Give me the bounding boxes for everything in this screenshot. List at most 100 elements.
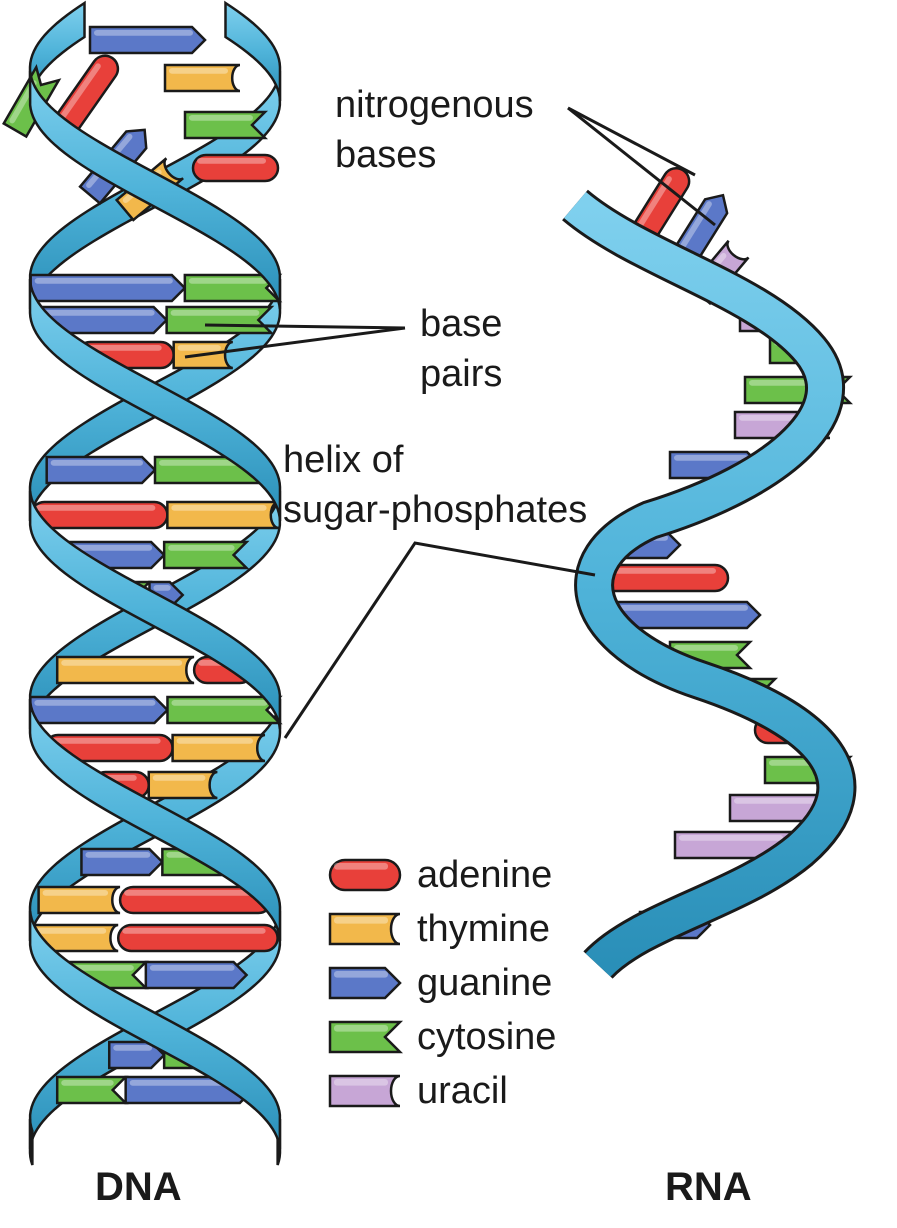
dna-base-pair-2-right-highlight	[177, 345, 221, 351]
dna-base-pair-0-left-highlight	[34, 278, 173, 284]
dna-base-pair-14-left-body	[31, 923, 119, 953]
leader-lines	[184, 106, 716, 739]
dna-base-pair-6-right-body	[162, 540, 250, 570]
dna-strand-a-front-segment-2	[28, 698, 282, 942]
dna-free-base-0-highlight	[94, 30, 193, 36]
dna-free-base-0-body	[88, 25, 207, 55]
dna-base-pair-8-left	[55, 655, 195, 685]
legend-swatch-guanine	[328, 966, 402, 1000]
dna-base-pair-0-left	[29, 273, 187, 303]
dna-base-pair-17-left-body	[55, 1075, 129, 1105]
rna-base-16-highlight	[679, 835, 783, 841]
dna-free-base-3-body	[191, 153, 280, 183]
rna-backbone	[562, 189, 857, 980]
dna-base-pair-15-left-highlight	[67, 965, 134, 971]
legend-swatch-cytosine-highlight	[334, 1025, 388, 1032]
dna-backbone-front	[28, 0, 282, 1166]
dna-base-pair-10-right-highlight	[176, 738, 254, 744]
dna-base-pair-12-left-highlight	[85, 852, 151, 858]
dna-base-pair-13-left	[37, 885, 121, 915]
dna-free-base-3-highlight	[197, 158, 266, 164]
dna-base-pair-14-left-highlight	[36, 928, 107, 934]
legend-swatch-adenine-highlight	[334, 863, 388, 870]
rna-base-10	[613, 600, 762, 630]
dna-base-pair-9-right-highlight	[171, 700, 268, 706]
dna-base-pair-5-right	[166, 500, 279, 530]
dna-base-pair-9-left-highlight	[34, 700, 156, 706]
dna-free-base-1-highlight	[169, 68, 228, 74]
dna-strand-b-front-segment-0	[28, 70, 282, 310]
dna-base-pair-11-right	[147, 770, 218, 800]
dna-free-base-1-body	[163, 63, 241, 93]
dna-base-pair-10-left-highlight	[48, 738, 161, 744]
dna-base-pair-6-left-highlight	[67, 545, 153, 551]
dna-base-pair-15-right-highlight	[149, 965, 235, 971]
dna-base-pair-2-left-highlight	[81, 345, 162, 351]
legend-swatch-guanine-highlight	[334, 971, 388, 978]
legend-label-thymine: thymine	[417, 908, 550, 950]
dna-base-pair-1-right-highlight	[170, 310, 260, 316]
dna-base-pair-17-left-highlight	[61, 1080, 114, 1086]
rna-base-7-highlight	[674, 455, 748, 461]
legend-label-uracil: uracil	[417, 1070, 508, 1112]
nitrogenous-bases-label-line2: bases	[335, 134, 436, 176]
dna-strand-b-front-segment-2	[28, 910, 282, 1150]
rna-base-15-highlight	[734, 798, 828, 804]
dna-base-pair-4-left-body	[45, 455, 157, 485]
dna-base-pair-1-left-highlight	[42, 310, 155, 316]
dna-base-pair-14-right	[116, 923, 279, 953]
dna-base-pair-15-right-body	[144, 960, 249, 990]
rna-title: RNA	[665, 1165, 752, 1209]
dna-free-base-3	[191, 153, 280, 183]
dna-base-pair-16-left-highlight	[113, 1045, 153, 1051]
rna-strand-fill	[564, 191, 854, 978]
dna-free-base-2-highlight	[189, 115, 253, 121]
legend-swatch-uracil-highlight	[334, 1079, 388, 1086]
dna-base-pair-13-left-body	[37, 885, 121, 915]
dna-free-base-2-body	[183, 110, 269, 140]
helix-label-line2: sugar-phosphates	[283, 489, 587, 531]
legend-swatch-cytosine	[328, 1020, 404, 1054]
dna-base-pair-17-right-highlight	[129, 1080, 241, 1086]
legend-swatch-thymine	[328, 912, 401, 946]
dna-base-pair-8-left-highlight	[61, 660, 183, 666]
legend-label-cytosine: cytosine	[417, 1016, 556, 1058]
legend-swatch-adenine	[328, 858, 402, 892]
dna-strand-a-front-segment-1	[28, 278, 282, 522]
dna-free-base-2	[183, 110, 269, 140]
dna-base-pair-6-right	[162, 540, 250, 570]
dna-base-pair-11-right-highlight	[152, 775, 206, 781]
nitrogenous-bases-label-line1: nitrogenous	[335, 84, 534, 126]
dna-title: DNA	[95, 1165, 182, 1209]
dna-base-pair-1-right	[165, 305, 275, 335]
dna-base-pair-0-right-highlight	[188, 278, 268, 284]
dna-base-pair-9-right-body	[166, 695, 283, 725]
dna-base-pair-0-right	[183, 273, 283, 303]
dna-base-pair-14-left	[31, 923, 119, 953]
dna-free-base-4-highlight	[50, 63, 101, 134]
dna-strand-a-front-segment-3	[28, 1118, 34, 1166]
dna-base-pair-1-left	[37, 305, 169, 335]
legend-swatch-cytosine-body	[328, 1020, 404, 1054]
base-pairs-label-line1: base	[420, 303, 502, 345]
dna-base-pair-6-right-highlight	[168, 545, 235, 551]
dna-base-pair-5-left-highlight	[35, 505, 156, 511]
dna-base-pair-13-right-highlight	[124, 890, 260, 896]
dna-free-base-0	[88, 25, 207, 55]
rna-base-10-highlight	[619, 605, 748, 611]
dna-base-pair-5-right-highlight	[171, 505, 267, 511]
base-pairs-label-line2: pairs	[420, 353, 502, 395]
dna-strand-a-front-segment-0	[224, 0, 282, 102]
rna-base-9-highlight	[602, 568, 716, 574]
dna-base-pair-17-left	[55, 1075, 129, 1105]
legend-swatch-guanine-body	[328, 966, 402, 1000]
dna-strand-b-front-segment-1	[28, 490, 282, 730]
dna-base-pair-7-right-highlight	[153, 585, 171, 591]
legend-swatch-uracil-body	[328, 1074, 401, 1108]
dna-base-pair-14-right-body	[116, 923, 279, 953]
dna-base-pair-4-left-highlight	[50, 460, 143, 466]
dna-base-pair-4-right-highlight	[159, 460, 252, 466]
rna-base-11-highlight	[674, 645, 738, 651]
